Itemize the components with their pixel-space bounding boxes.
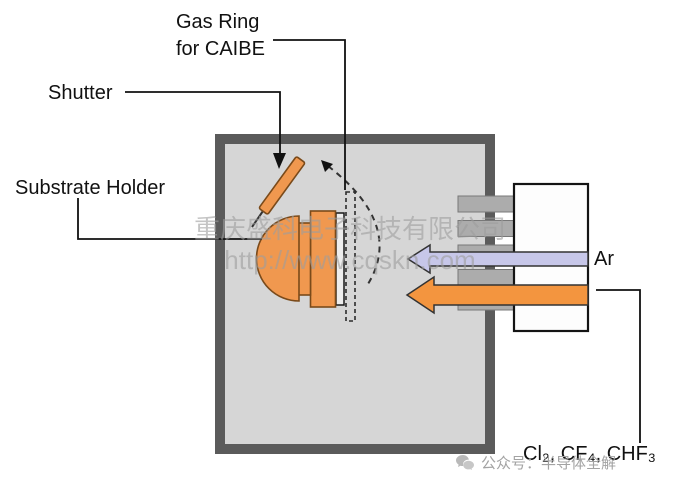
etch-gas-arrow: [405, 275, 589, 315]
shutter-label: Shutter: [48, 82, 113, 104]
argon-beam-arrow: [406, 243, 589, 275]
shutter-rotation-arc: [327, 165, 381, 285]
gas-ring-label-line2: for CAIBE: [176, 38, 265, 60]
substrate-plate: [335, 212, 345, 306]
holder-neck: [297, 222, 312, 296]
shutter-leader-arrowhead: [273, 153, 286, 169]
substrate-holder-leader-line: [77, 198, 262, 240]
grid-plate: [457, 220, 516, 237]
grid-plate: [457, 195, 516, 213]
shutter-leader-line: [125, 91, 281, 153]
gas-inlet-line: [596, 289, 641, 443]
holder-body: [309, 210, 337, 308]
argon-label: Ar: [594, 248, 614, 270]
gas-ring-leader-line: [273, 39, 346, 190]
shutter-flap: [258, 156, 306, 215]
grid-plate: [457, 269, 516, 286]
footer-text: 公众号：半导体全解: [481, 455, 617, 472]
arc-arrowhead: [321, 160, 333, 172]
gas-ring-label: Gas Ring for CAIBE: [176, 9, 265, 63]
shutter-pivot-line: [251, 210, 264, 228]
gas-ring-label-line1: Gas Ring: [176, 11, 260, 33]
holder-dome: [255, 215, 300, 302]
etch-gases-label: Cl₂, CF₄, CHF₃: [523, 443, 656, 465]
wechat-icon: [456, 454, 474, 470]
gas-ring-dashed: [345, 191, 356, 322]
substrate-holder-label: Substrate Holder: [15, 177, 166, 199]
footer-credit: 公众号：半导体全解: [455, 452, 616, 473]
